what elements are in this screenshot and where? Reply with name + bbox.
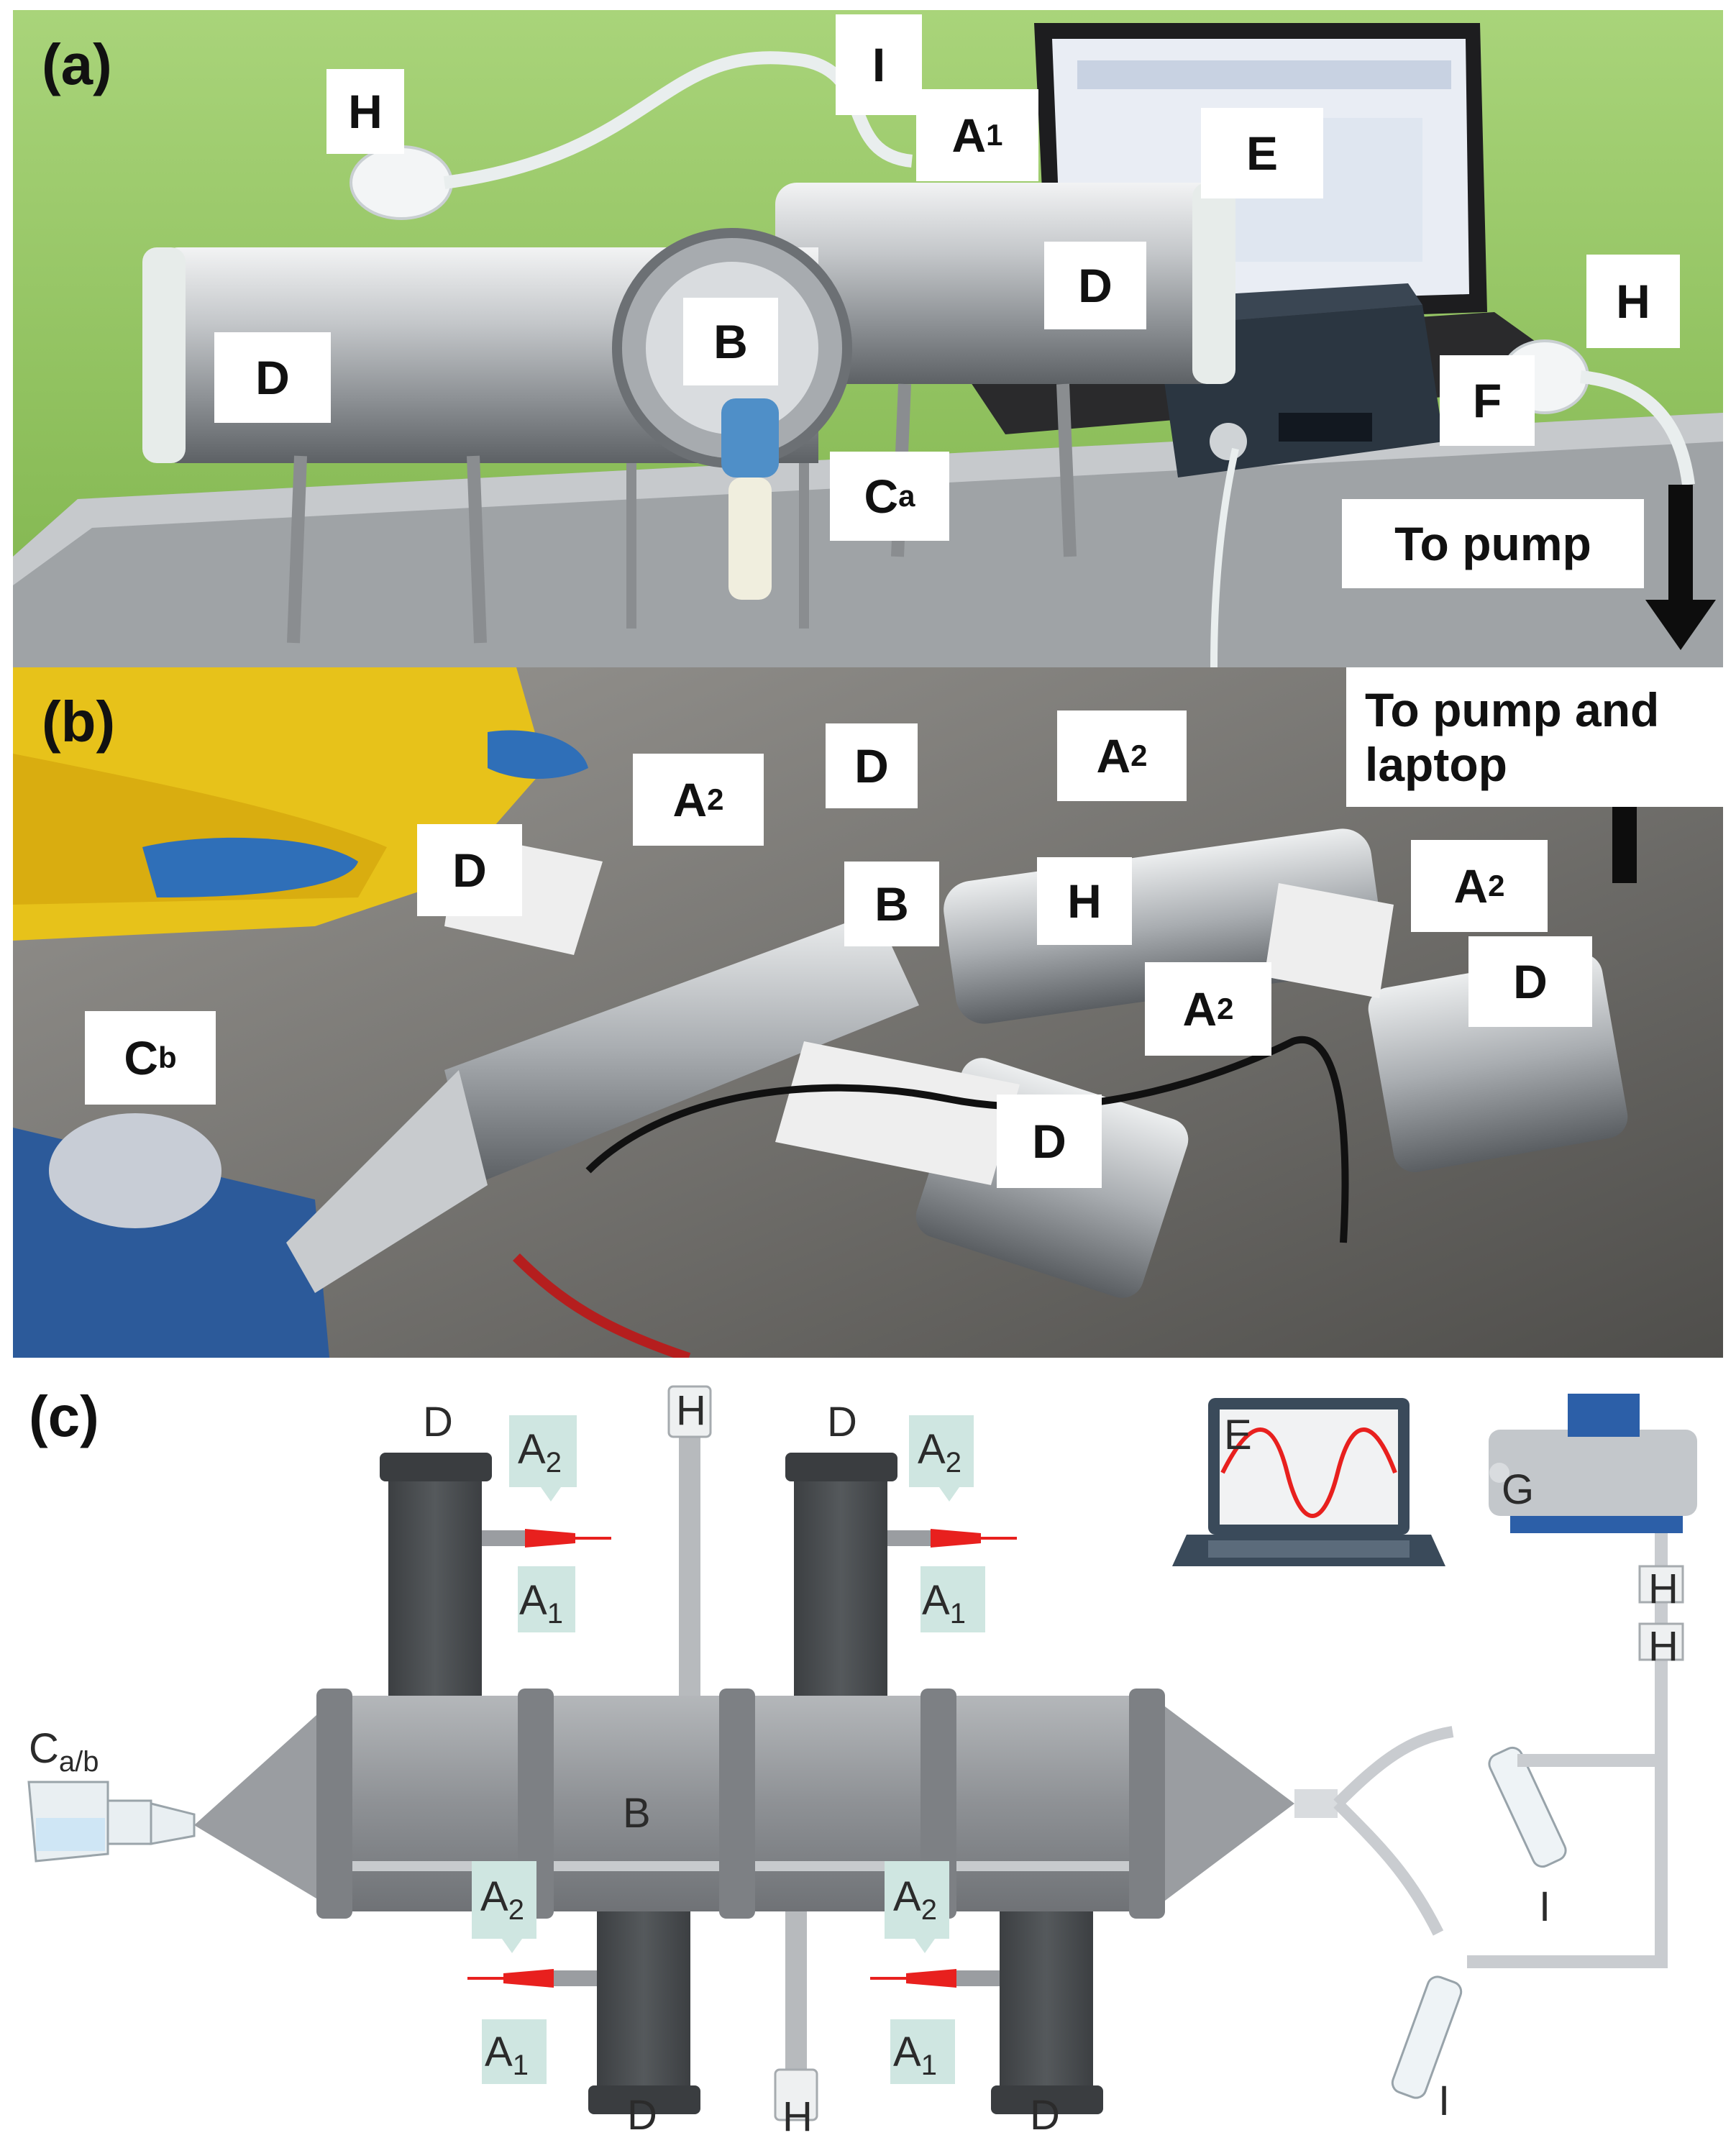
main-tube <box>444 912 919 1185</box>
blue-glove-2 <box>488 730 588 779</box>
label-d-left: D <box>214 332 331 423</box>
impinger-1 <box>1488 1746 1567 1868</box>
white-wrap-3 <box>1264 883 1394 998</box>
label-a2-1: A2 <box>518 1426 562 1479</box>
stands <box>287 383 1077 644</box>
label-h-right: H <box>1586 255 1680 348</box>
label-a1-4: A1 <box>893 2029 937 2081</box>
arrow-down-shaft <box>1668 485 1693 600</box>
label-d-4: D <box>1030 2092 1060 2139</box>
panel-b-letter: (b) <box>42 690 116 754</box>
inlet-cone <box>194 1696 338 1911</box>
label-h-left: H <box>326 69 404 154</box>
label-a2-2: A2 <box>918 1426 961 1479</box>
outlet-connector <box>1294 1789 1338 1818</box>
label-b: B <box>623 1790 651 1837</box>
label-d-left: D <box>417 824 522 916</box>
panel-c-schematic: (c) Ca/b B E G H H H H I I D D D D A2 A1… <box>0 1358 1736 2143</box>
label-h-bottom: H <box>782 2093 813 2140</box>
label-a1-1: A1 <box>519 1577 563 1630</box>
tube-to-h-top <box>679 1422 700 1732</box>
cone <box>286 1070 488 1293</box>
nebulizer-ca <box>721 398 779 478</box>
label-a1-3: A1 <box>485 2029 529 2081</box>
impinger-2 <box>1391 1975 1463 2099</box>
laptop-e-icon <box>1172 1398 1445 1566</box>
label-e: E <box>1224 1412 1252 1458</box>
label-d-1: D <box>423 1399 453 1445</box>
label-d-right: D <box>1468 936 1592 1027</box>
label-i-1: I <box>1539 1883 1551 1930</box>
label-d-2: D <box>827 1399 857 1445</box>
label-a2-4: A2 <box>893 1873 937 1926</box>
outlet-cone <box>1151 1696 1294 1911</box>
blue-glove-1 <box>142 837 358 897</box>
filter-h-left <box>350 145 453 220</box>
label-d-right: D <box>1044 242 1146 329</box>
label-h: H <box>1037 857 1132 945</box>
label-b: B <box>844 862 939 946</box>
nebulizer-cb <box>49 1113 221 1228</box>
tube-to-impinger-1 <box>1333 1726 1454 1808</box>
callouts <box>472 1415 985 2084</box>
label-a2-3: A2 <box>480 1873 524 1926</box>
label-to-pump: To pump <box>1342 499 1644 588</box>
tube <box>443 51 913 189</box>
white-wrap-1 <box>775 1041 1020 1185</box>
label-g: G <box>1502 1466 1535 1513</box>
cable <box>585 1036 1349 1243</box>
panel-a-letter: (a) <box>42 32 112 96</box>
panel-c-diagram <box>27 1385 1697 2121</box>
nebulizer-cup <box>27 1781 196 1863</box>
label-cab: Ca/b <box>29 1725 99 1778</box>
label-to-pump-and-laptop: To pump and laptop <box>1346 667 1723 807</box>
label-d-top: D <box>826 723 918 808</box>
tube-to-impinger-2 <box>1333 1799 1444 1936</box>
label-i: I <box>836 14 922 115</box>
arrow-down-head <box>1645 600 1716 650</box>
label-f: F <box>1440 355 1535 446</box>
label-b: B <box>683 298 778 385</box>
label-e: E <box>1201 108 1323 198</box>
label-i-2: I <box>1438 2078 1451 2124</box>
label-h-top: H <box>676 1387 706 1434</box>
vacuum-pump-g <box>1489 1394 1697 1533</box>
filter-h-right-2 <box>1638 1622 1684 1661</box>
filter-h-top <box>667 1385 712 1438</box>
label-d-bottom: D <box>997 1095 1102 1188</box>
label-h-right-1: H <box>1648 1566 1678 1612</box>
label-a1-2: A1 <box>922 1577 966 1630</box>
panel-c-letter: (c) <box>29 1384 99 1448</box>
cylinder-d-right <box>775 183 1221 384</box>
label-h-right-2: H <box>1648 1623 1678 1670</box>
filter-h-bottom <box>774 2068 818 2121</box>
filter-h-right-1 <box>1638 1565 1684 1604</box>
label-d-3: D <box>627 2092 657 2139</box>
